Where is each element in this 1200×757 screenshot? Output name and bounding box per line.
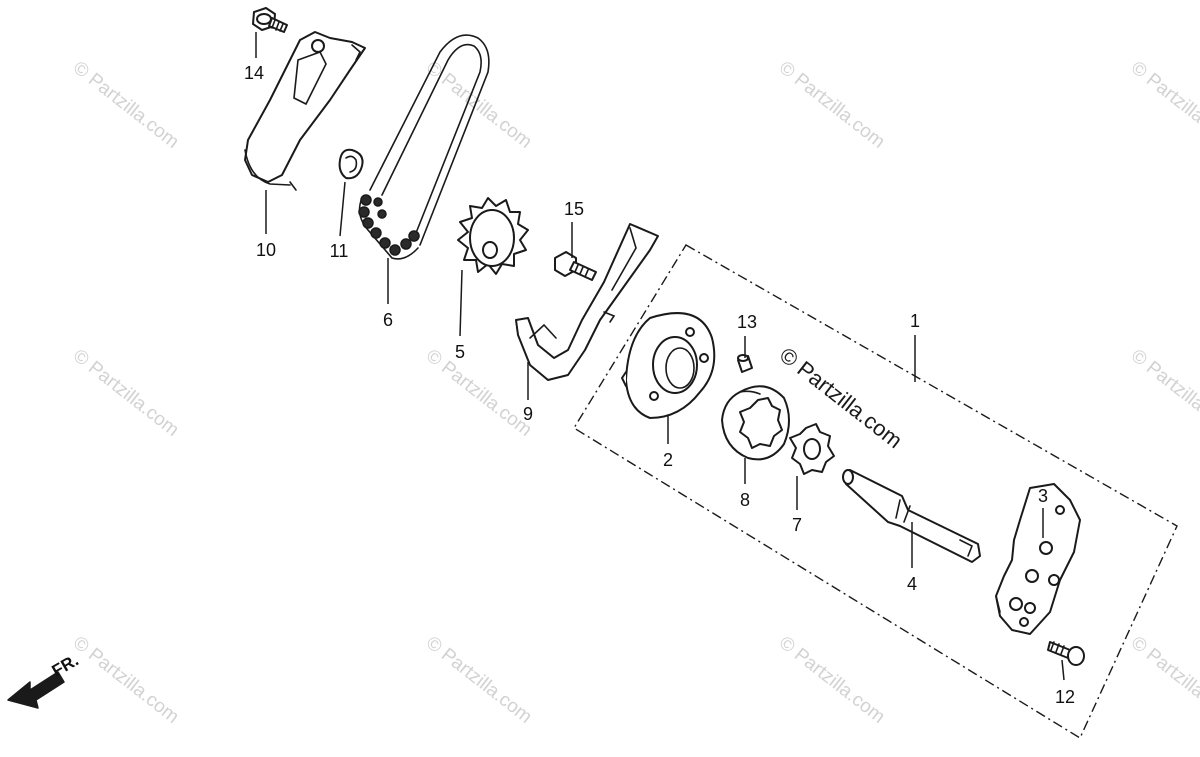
callout-11: 11	[330, 241, 349, 261]
part-15-bolt	[554, 251, 597, 281]
chain-links	[358, 194, 420, 256]
part-14-bolt	[252, 7, 288, 33]
part-10-chain-cover	[244, 31, 366, 191]
watermark: © Partzilla.com	[1127, 345, 1200, 440]
callout-7: 7	[792, 515, 802, 535]
watermark: © Partzilla.com	[1127, 632, 1200, 727]
watermark: © Partzilla.com	[775, 632, 889, 727]
callout-13: 13	[737, 312, 757, 332]
part-9-chain-guide	[515, 223, 659, 381]
part-6-chain	[358, 34, 490, 260]
part-5-sprocket	[457, 197, 529, 275]
part-11-clip	[338, 148, 364, 180]
callout-4: 4	[907, 574, 917, 594]
callout-9: 9	[523, 404, 533, 424]
watermark: © Partzilla.com	[1127, 57, 1200, 152]
callouts: 14 10 11 6 5 15 9 1 2 13 8 7 4 3 12	[244, 63, 1075, 707]
front-direction-indicator: FR.	[7, 651, 82, 709]
part-7-inner-rotor	[789, 423, 835, 475]
watermark: © Partzilla.com	[69, 632, 183, 727]
callout-14: 14	[244, 63, 264, 83]
callout-3: 3	[1038, 486, 1048, 506]
part-12-screw	[1047, 641, 1085, 666]
callout-15: 15	[564, 199, 584, 219]
leader-lines	[255, 32, 1065, 681]
part-3-pump-cover	[995, 483, 1081, 635]
callout-2: 2	[663, 450, 673, 470]
watermark: © Partzilla.com	[422, 345, 536, 440]
watermark: © Partzilla.com	[69, 345, 183, 440]
callout-5: 5	[455, 342, 465, 362]
watermark: © Partzilla.com	[69, 57, 183, 152]
arrow-left-down-icon	[7, 671, 65, 709]
callout-1: 1	[910, 311, 920, 331]
part-4-shaft	[842, 469, 981, 563]
part-13-dowel-pin	[737, 354, 753, 373]
watermark: © Partzilla.com	[422, 57, 536, 152]
callout-8: 8	[740, 490, 750, 510]
watermark: © Partzilla.com	[422, 632, 536, 727]
callout-12: 12	[1055, 687, 1075, 707]
pump-assembly-frame	[573, 244, 1178, 740]
callout-6: 6	[383, 310, 393, 330]
callout-10: 10	[256, 240, 276, 260]
watermark: © Partzilla.com	[775, 57, 889, 152]
part-8-outer-rotor	[721, 385, 790, 461]
part-2-pump-body	[621, 312, 716, 419]
